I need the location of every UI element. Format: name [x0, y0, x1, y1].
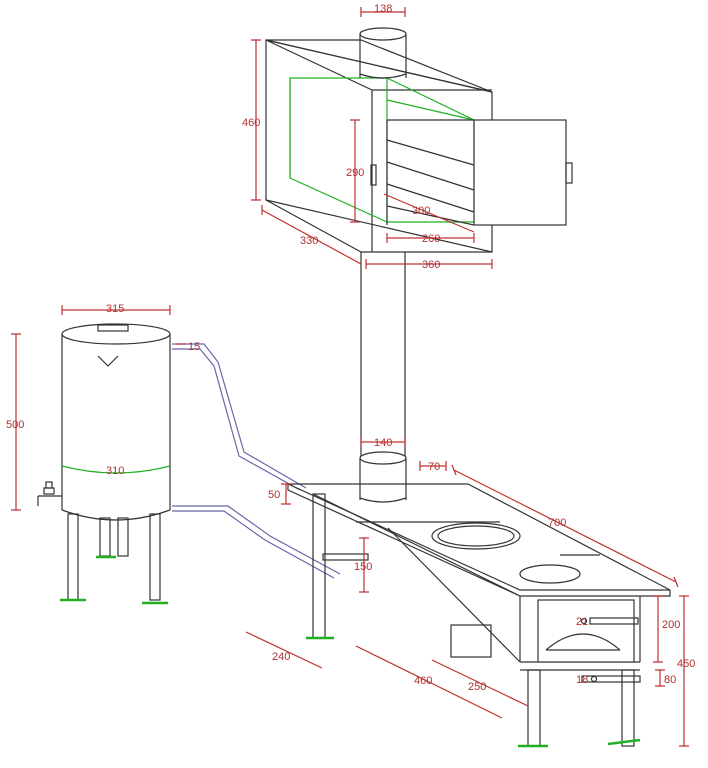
water-tap-icon: [37, 481, 62, 506]
dim-label-top-edge: 70: [428, 461, 440, 473]
dim-label-pipe-outlet: 15: [188, 341, 200, 353]
oven-shelves: [386, 119, 475, 226]
dim-label-side-panel: 150: [354, 561, 372, 573]
dim-label-door-handle: 21: [576, 616, 588, 628]
dim-label-oven-height: 460: [242, 117, 260, 129]
dim-label-oven-depth: 330: [300, 235, 318, 247]
firebox-door: [537, 599, 639, 663]
hotplate-small: [519, 564, 581, 584]
dimension-labels: 138 460 290 300 260 330 360 315 15 500 3…: [6, 3, 695, 693]
dim-label-tank-top: 315: [106, 303, 124, 315]
tank-legs: [60, 513, 168, 605]
dim-label-tank-diameter: 310: [106, 465, 124, 477]
dim-label-oven-width: 360: [422, 259, 440, 271]
dim-label-ash-box: 250: [468, 681, 486, 693]
dim-label-chamber-height: 290: [346, 167, 364, 179]
dim-label-stove-height: 450: [677, 658, 695, 670]
dim-label-chamber-depth: 300: [412, 205, 430, 217]
water-tank: [61, 323, 171, 521]
dim-label-tank-height: 500: [6, 419, 24, 431]
cold-water-pipe: [172, 505, 341, 579]
dim-label-top-thickness: 50: [268, 489, 280, 501]
flue-pipe: [359, 252, 407, 503]
dim-label-door-width: 260: [422, 233, 440, 245]
stove-legs: [306, 493, 641, 748]
oven-door: [370, 119, 573, 226]
dim-label-firebox-height: 200: [662, 619, 680, 631]
hot-water-pipe: [172, 343, 307, 491]
hotplate-large: [431, 522, 521, 550]
dim-label-leg-offset: 240: [272, 651, 290, 663]
ash-drawer: [581, 675, 641, 683]
dim-label-flue-diameter: 140: [374, 437, 392, 449]
dim-label-drawer-handle: 18: [576, 674, 588, 686]
dimension-lines: [11, 7, 689, 747]
dim-label-base-depth: 460: [414, 675, 432, 687]
oven-top-chimney: [359, 27, 407, 79]
oven-inner-chamber: [289, 77, 475, 223]
dim-label-stove-length: 700: [548, 517, 566, 529]
dim-label-ash-drawer: 80: [664, 674, 676, 686]
dim-label-chimney-top: 138: [374, 3, 392, 15]
oven-box: [265, 39, 493, 253]
